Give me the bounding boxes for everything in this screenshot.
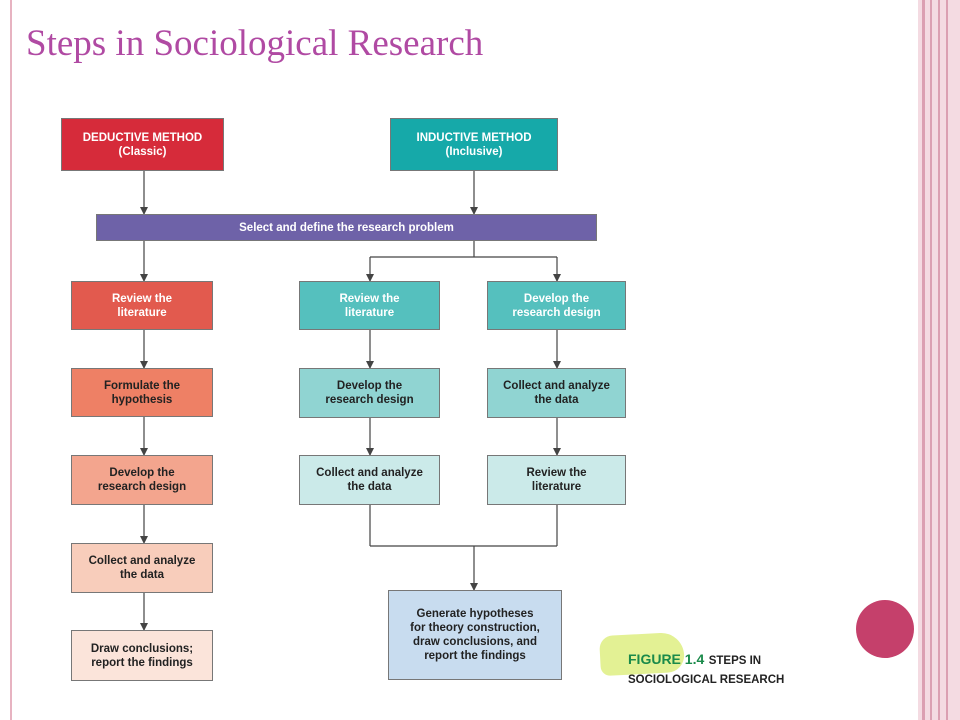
inductive-right-step-research-design: Develop the research design	[487, 281, 626, 330]
inductive-right-step-collect-analyze: Collect and analyze the data	[487, 368, 626, 418]
figure-title-line1: STEPS IN	[708, 655, 762, 667]
slide-frame-left-line	[10, 0, 12, 720]
inductive-left-step-research-design: Develop the research design	[299, 368, 440, 418]
select-research-problem-step: Select and define the research problem	[96, 214, 597, 241]
figure-caption: FIGURE 1.4 STEPS IN SOCIOLOGICAL RESEARC…	[628, 650, 784, 690]
deductive-step-research-design: Develop the research design	[71, 455, 213, 505]
slide-frame-line	[922, 0, 925, 720]
inductive-left-step-review-literature: Review the literature	[299, 281, 440, 330]
deductive-step-formulate-hypothesis: Formulate the hypothesis	[71, 368, 213, 417]
slide-frame-line	[938, 0, 940, 720]
slide-title: Steps in Sociological Research	[26, 23, 484, 64]
slide-frame-line	[946, 0, 948, 720]
deductive-method-header: DEDUCTIVE METHOD (Classic)	[61, 118, 224, 171]
figure-title-line2: SOCIOLOGICAL RESEARCH	[628, 674, 785, 686]
decorative-circle	[856, 600, 914, 658]
inductive-left-step-collect-analyze: Collect and analyze the data	[299, 455, 440, 505]
deductive-step-collect-analyze: Collect and analyze the data	[71, 543, 213, 593]
inductive-right-step-review-literature: Review the literature	[487, 455, 626, 505]
deductive-step-review-literature: Review the literature	[71, 281, 213, 330]
slide-frame-line	[930, 0, 932, 720]
figure-number: FIGURE 1.4	[628, 651, 705, 667]
deductive-step-draw-conclusions: Draw conclusions; report the findings	[71, 630, 213, 681]
inductive-method-header: INDUCTIVE METHOD (Inclusive)	[390, 118, 558, 171]
final-step-generate-hypotheses: Generate hypotheses for theory construct…	[388, 590, 562, 680]
